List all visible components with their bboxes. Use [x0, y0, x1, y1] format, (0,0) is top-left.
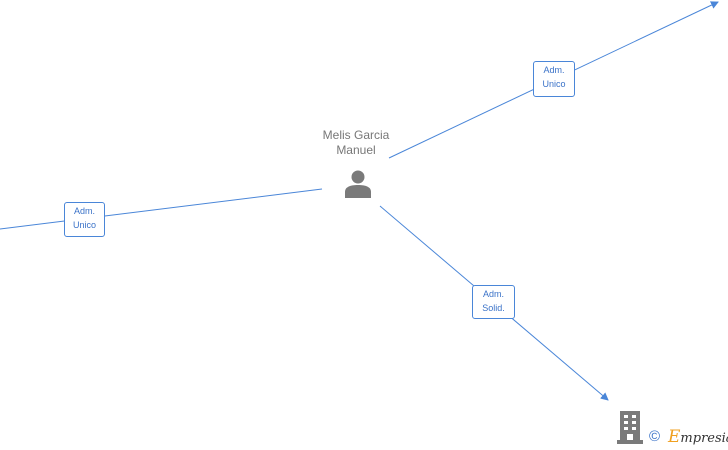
brand-logo-initial: E: [668, 427, 681, 447]
person-name-line1: Melis Garcia: [322, 128, 390, 142]
edge-label-type: Solid.: [482, 303, 505, 313]
edge-label-role: Adm.: [73, 206, 95, 216]
brand-logo-text: mpresia: [680, 431, 728, 446]
person-icon[interactable]: [343, 169, 373, 199]
edge-label-role: Adm.: [482, 289, 504, 299]
brand-logo: Empresia: [668, 427, 728, 449]
edge-label-adm-unico-top[interactable]: Adm. Unico: [533, 61, 575, 97]
edge-label-type: Unico: [72, 220, 96, 230]
edge-label-role: Adm.: [543, 65, 565, 75]
edge-label-adm-solid[interactable]: Adm. Solid.: [472, 285, 515, 319]
person-name[interactable]: Melis Garcia Manuel: [296, 128, 416, 158]
edge-label-type: Unico: [542, 79, 566, 89]
edge-line-left: [0, 188, 323, 230]
edge-label-adm-unico-left[interactable]: Adm. Unico: [64, 202, 105, 237]
copyright-symbol: ©: [649, 428, 661, 445]
building-icon[interactable]: [617, 410, 643, 444]
person-name-line2: Manuel: [336, 143, 376, 157]
